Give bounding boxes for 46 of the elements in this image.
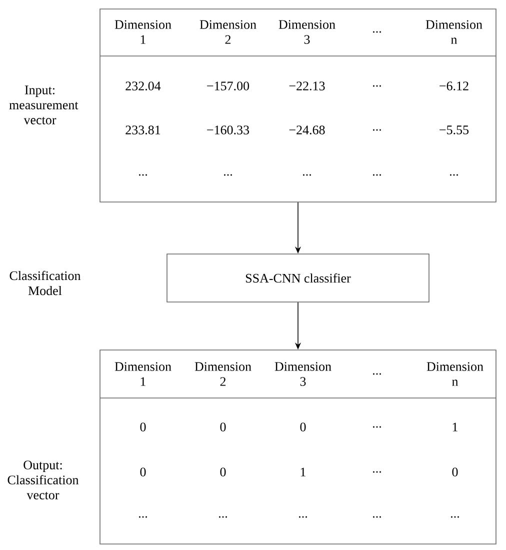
header-cell: Dimension n [426, 20, 482, 44]
table-cell: 0 [300, 422, 306, 432]
table-cell: −6.12 [440, 82, 468, 90]
table-cell: ... [450, 174, 458, 176]
header-cell: Dimension 3 [278, 20, 336, 44]
table-cell: ... [450, 516, 460, 518]
table-cell: −5.55 [440, 126, 469, 134]
table-cell: 0 [140, 468, 146, 476]
table-cell: −24.68 [289, 126, 325, 134]
table-cell: 1 [300, 468, 306, 476]
header-cell: ... [372, 31, 382, 33]
header-cell: Dimension n [426, 362, 484, 386]
header-cell: Dimension 2 [200, 20, 256, 44]
table [100, 8, 496, 202]
header-cell: Dimension 3 [274, 362, 332, 386]
table-cell: 232.04 [126, 82, 161, 90]
header-cell: Dimension 2 [194, 362, 252, 386]
table-cell: ... [372, 516, 382, 518]
side-label: Classification Model [10, 270, 81, 296]
table [100, 350, 496, 544]
table-cell: ... [372, 426, 382, 428]
table-cell: ... [372, 129, 382, 131]
side-label: Input: measurement vector [9, 86, 78, 124]
table-cell: ... [302, 174, 312, 176]
table-cell: 1 [452, 422, 458, 432]
table-cell: ... [372, 85, 382, 87]
table-cell: ... [218, 516, 228, 518]
side-label: Output: Classification vector [8, 460, 79, 500]
header-cell: Dimension 1 [114, 20, 172, 44]
table-cell: ... [372, 471, 382, 473]
table-cell: ... [224, 174, 232, 176]
table-cell: −157.00 [207, 82, 250, 90]
table-cell: ... [138, 516, 148, 518]
header-cell: Dimension 1 [114, 362, 172, 386]
table-cell: −160.33 [207, 126, 250, 134]
table-cell: 0 [220, 422, 226, 432]
process-box: SSA-CNN classifier [166, 254, 430, 302]
header-cell: ... [372, 373, 382, 375]
table-cell: 0 [220, 468, 226, 476]
table-cell: 233.81 [126, 126, 160, 134]
table-cell: 0 [452, 468, 458, 476]
table-cell: 0 [140, 422, 146, 432]
table-cell: ... [298, 516, 308, 518]
table-cell: ... [372, 174, 382, 176]
table-cell: −22.13 [289, 82, 325, 90]
table-cell: ... [138, 174, 148, 176]
